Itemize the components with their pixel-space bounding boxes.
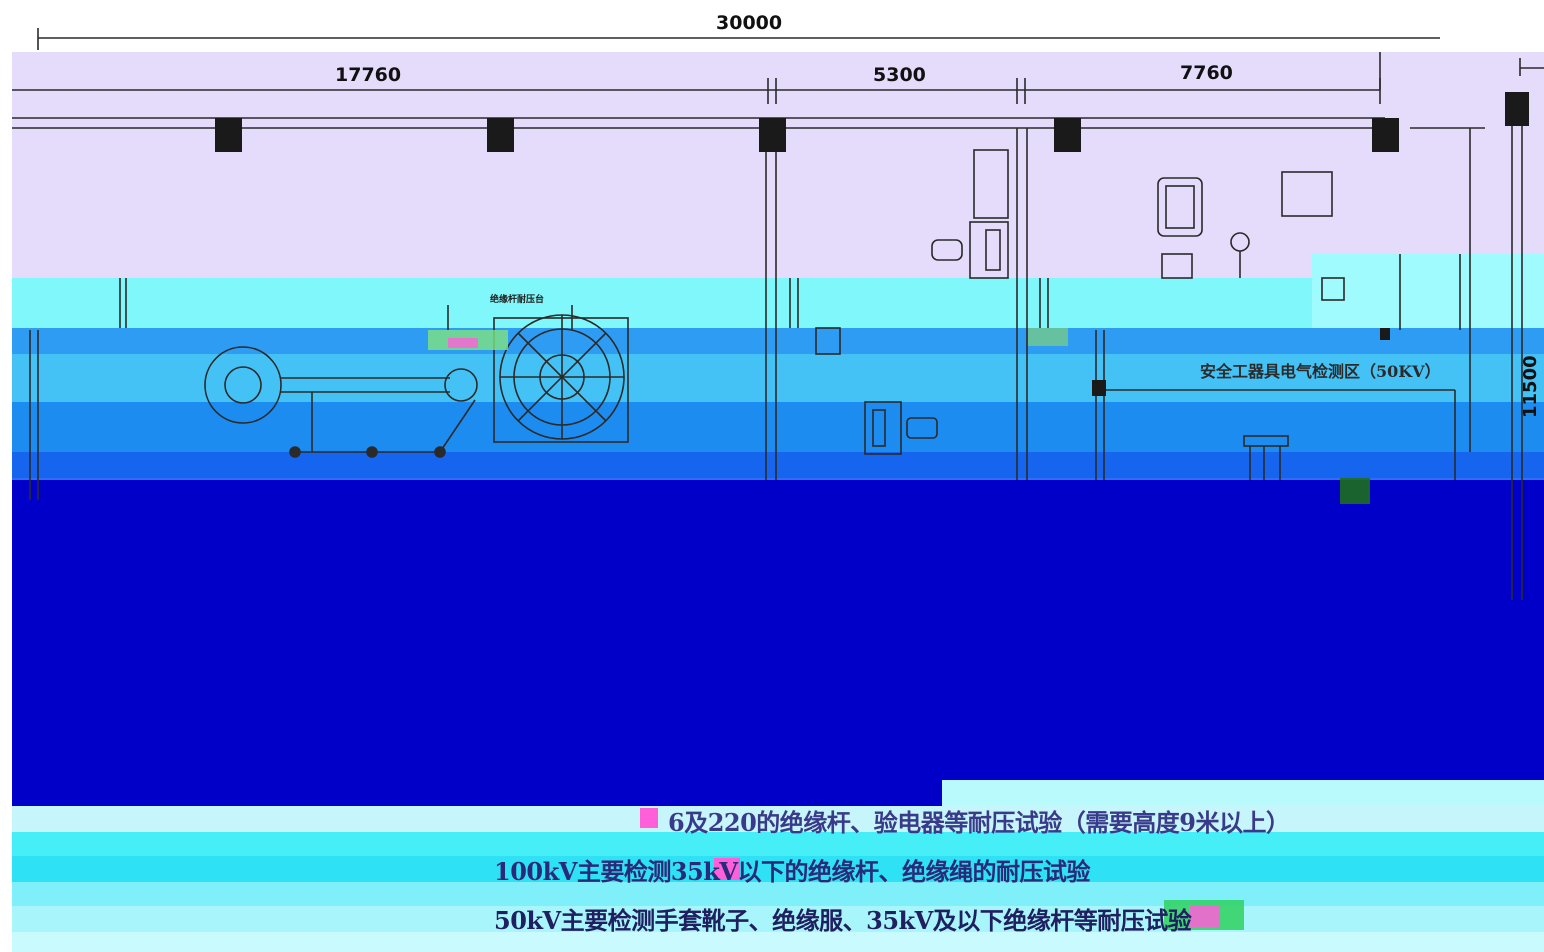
zone-label-50kv: 安全工器具电气检测区（50KV） (1200, 362, 1441, 381)
cabinet-1 (973, 149, 1009, 219)
band-bottom-pale-4 (12, 882, 1544, 906)
band-cyan-1 (12, 278, 1312, 328)
band-right-pale (942, 780, 1544, 806)
block-navy-lower (12, 780, 942, 806)
reel-small (204, 346, 282, 424)
equipment-label-insulating-rod-tester: 绝缘杆耐压台 (490, 295, 545, 305)
note-line-2: 100kV主要检测35kV以下的绝缘杆、绝缘绳的耐压试验 (494, 857, 1091, 886)
column (1054, 118, 1081, 152)
block-navy (12, 480, 1544, 780)
note-line-1: 6及220的绝缘杆、验电器等耐压试验（需要高度9米以上） (668, 808, 1290, 837)
band-bottom-cyan-3 (12, 856, 1544, 882)
band-bottom-cyan-2 (12, 832, 1544, 856)
band-blue-4 (12, 452, 1544, 478)
note-line-3: 50kV主要检测手套靴子、绝缘服、35kV及以下绝缘杆等耐压试验 (494, 906, 1192, 935)
column (215, 118, 242, 152)
column (759, 118, 786, 152)
dimension-segment-3: 7760 (1180, 62, 1233, 84)
band-cyan-1b (1312, 254, 1544, 328)
band-bottom-pale-5 (12, 906, 1544, 932)
cabinet-2 (1157, 177, 1203, 237)
dimension-segment-2: 5300 (873, 64, 926, 86)
dimension-height: 11500 (1520, 355, 1541, 418)
band-bottom-pale-1 (12, 806, 1544, 832)
dimension-segment-1: 17760 (335, 64, 402, 86)
dimension-overall: 30000 (716, 12, 783, 34)
band-bottom-pale-6 (12, 932, 1544, 952)
band-light-blue-2 (12, 354, 1544, 402)
column (1372, 118, 1399, 152)
band-blue-1 (12, 328, 1544, 354)
column (487, 118, 514, 152)
column (1505, 92, 1529, 126)
